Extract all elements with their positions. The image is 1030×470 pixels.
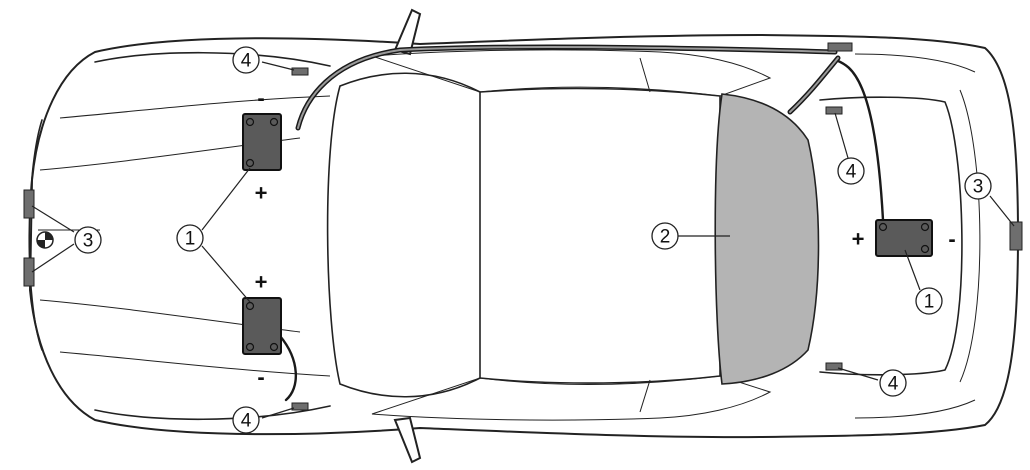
minus-sign-front-top: - [257, 86, 264, 111]
control-module-rear [875, 219, 933, 257]
callout-leader-lines [31, 61, 1015, 419]
svg-text:3: 3 [973, 177, 984, 198]
indicator-front-bottom [23, 257, 35, 287]
plus-sign-rear: + [852, 227, 865, 252]
callout-4-front-bottom: 4 [232, 406, 260, 434]
cable-harness [278, 44, 885, 402]
callout-3-rear: 3 [964, 172, 992, 200]
control-module-front-bottom [242, 297, 282, 355]
svg-text:1: 1 [924, 292, 935, 313]
sensor-rear-top [825, 106, 843, 115]
svg-text:4: 4 [241, 411, 252, 432]
callout-4-rear-top: 4 [837, 157, 865, 185]
sensor-front-top [291, 67, 309, 76]
callout-4-front-top: 4 [232, 46, 260, 74]
indicator-rear [1009, 221, 1023, 251]
minus-sign-rear: - [948, 227, 955, 252]
svg-text:3: 3 [83, 231, 94, 252]
svg-text:4: 4 [846, 162, 857, 183]
plus-sign-front-top: + [255, 181, 268, 206]
plus-sign-front-bottom: + [255, 270, 268, 295]
sensor-rear-bottom [825, 362, 843, 371]
callout-3-front: 3 [74, 226, 102, 254]
sensor-roof-rear [827, 42, 853, 52]
callout-1-front: 1 [176, 224, 204, 252]
svg-text:4: 4 [888, 374, 899, 395]
bmw-roundel-icon [36, 231, 54, 249]
callout-4-rear-bottom: 4 [879, 369, 907, 397]
indicator-front-top [23, 189, 35, 219]
svg-text:2: 2 [660, 227, 671, 248]
svg-text:4: 4 [241, 51, 252, 72]
svg-text:1: 1 [185, 229, 196, 250]
coverage-area [714, 93, 820, 385]
sensor-front-bottom [291, 402, 309, 411]
control-module-front-top [242, 113, 282, 171]
minus-sign-front-bottom: - [257, 365, 264, 390]
callout-1-rear: 1 [915, 287, 943, 315]
callout-2: 2 [651, 222, 679, 250]
